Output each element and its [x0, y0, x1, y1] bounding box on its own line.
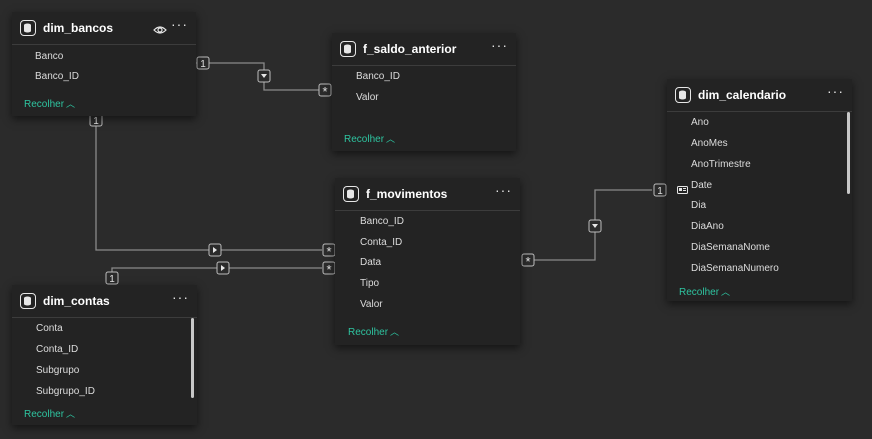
database-icon	[20, 293, 36, 309]
field-item[interactable]: Conta	[36, 323, 63, 334]
collapse-link[interactable]: Recolher︿	[344, 132, 395, 145]
calendar-key-icon	[677, 181, 688, 199]
database-icon	[675, 87, 691, 103]
collapse-label: Recolher	[344, 134, 385, 145]
table-header[interactable]: f_saldo_anterior ···	[332, 33, 516, 66]
field-item[interactable]: Data	[360, 257, 382, 268]
field-item[interactable]: Dia	[691, 200, 707, 211]
table-title: dim_calendario	[698, 88, 787, 102]
database-icon	[340, 41, 356, 57]
collapse-label: Recolher	[348, 327, 389, 338]
eye-icon[interactable]	[153, 22, 167, 40]
field-item[interactable]: AnoTrimestre	[691, 159, 751, 170]
field-item[interactable]: Valor	[360, 299, 383, 310]
svg-text:*: *	[525, 254, 530, 269]
table-card-dim-calendario[interactable]: dim_calendario ··· Ano AnoMes AnoTrimest…	[667, 79, 852, 301]
field-item[interactable]: Banco_ID	[360, 216, 404, 227]
cardinality-many-saldo[interactable]: *	[318, 83, 332, 99]
cardinality-one-contas-movimentos[interactable]: 1	[105, 271, 119, 285]
table-card-f-movimentos[interactable]: f_movimentos ··· Banco_ID Conta_ID Data …	[335, 178, 520, 345]
filter-direction-down-icon[interactable]	[257, 69, 271, 83]
svg-text:*: *	[326, 262, 331, 277]
cardinality-many-movimentos-bancos[interactable]: *	[322, 243, 336, 259]
field-item[interactable]: Date	[691, 180, 713, 191]
svg-text:1: 1	[93, 116, 99, 127]
table-card-dim-bancos[interactable]: dim_bancos ··· Banco Banco_ID Recolher︿	[12, 12, 196, 116]
table-header[interactable]: dim_bancos ···	[12, 12, 196, 45]
svg-text:*: *	[326, 244, 331, 259]
table-title: f_movimentos	[366, 187, 448, 201]
collapse-label: Recolher	[24, 409, 65, 420]
cardinality-one-calendario-movimentos[interactable]: 1	[653, 183, 667, 197]
more-options-icon[interactable]: ···	[827, 83, 844, 99]
more-options-icon[interactable]: ···	[172, 289, 189, 305]
database-icon	[20, 20, 36, 36]
filter-direction-down-icon[interactable]	[588, 219, 602, 233]
relationship-line-bancos-movimentos	[95, 126, 322, 251]
table-title: dim_bancos	[43, 21, 114, 35]
filter-direction-right-icon[interactable]	[208, 243, 222, 257]
field-item[interactable]: DiaSemanaNome	[691, 242, 770, 253]
field-item[interactable]: Valor	[356, 92, 379, 103]
cardinality-many-movimentos-contas[interactable]: *	[322, 261, 336, 277]
table-card-f-saldo-anterior[interactable]: f_saldo_anterior ··· Banco_ID Valor Reco…	[332, 33, 516, 151]
field-item[interactable]: Ano	[691, 117, 709, 128]
field-item[interactable]: DiaAno	[691, 221, 724, 232]
svg-text:1: 1	[109, 274, 115, 285]
field-item[interactable]: Banco_ID	[35, 71, 79, 82]
table-card-dim-contas[interactable]: dim_contas ··· Conta Conta_ID Subgrupo S…	[12, 285, 197, 425]
field-item[interactable]: Conta_ID	[360, 237, 403, 248]
field-item[interactable]: Banco_ID	[356, 71, 400, 82]
chevron-up-icon: ︿	[721, 287, 731, 297]
svg-text:*: *	[322, 84, 327, 99]
cardinality-many-movimentos-calendario[interactable]: *	[521, 253, 535, 269]
table-header[interactable]: dim_contas ···	[12, 285, 197, 318]
field-item[interactable]: Tipo	[360, 278, 380, 289]
chevron-up-icon: ︿	[390, 327, 400, 337]
collapse-link[interactable]: Recolher︿	[348, 325, 399, 338]
more-options-icon[interactable]: ···	[171, 16, 188, 32]
table-header[interactable]: f_movimentos ···	[335, 178, 520, 211]
field-item[interactable]: Conta_ID	[36, 344, 79, 355]
more-options-icon[interactable]: ···	[495, 182, 512, 198]
collapse-label: Recolher	[24, 99, 65, 110]
scrollbar[interactable]	[191, 318, 194, 398]
table-header[interactable]: dim_calendario ···	[667, 79, 852, 112]
database-icon	[343, 186, 359, 202]
field-item[interactable]: Subgrupo_ID	[36, 386, 95, 397]
field-item[interactable]: Banco	[35, 51, 64, 62]
chevron-up-icon: ︿	[66, 99, 76, 109]
svg-text:1: 1	[200, 59, 206, 70]
svg-text:1: 1	[657, 186, 663, 197]
more-options-icon[interactable]: ···	[491, 37, 508, 53]
collapse-link[interactable]: Recolher︿	[679, 285, 730, 298]
table-title: f_saldo_anterior	[363, 42, 457, 56]
chevron-up-icon: ︿	[386, 134, 396, 144]
filter-direction-right-icon[interactable]	[216, 261, 230, 275]
field-item[interactable]: AnoMes	[691, 138, 728, 149]
chevron-up-icon: ︿	[66, 409, 76, 419]
collapse-link[interactable]: Recolher︿	[24, 407, 75, 420]
collapse-label: Recolher	[679, 287, 720, 298]
cardinality-one-bancos-saldo[interactable]: 1	[196, 56, 210, 70]
collapse-link[interactable]: Recolher︿	[24, 97, 75, 110]
field-item[interactable]: Subgrupo	[36, 365, 80, 376]
field-item[interactable]: DiaSemanaNumero	[691, 263, 779, 274]
table-title: dim_contas	[43, 294, 110, 308]
scrollbar[interactable]	[847, 112, 850, 194]
